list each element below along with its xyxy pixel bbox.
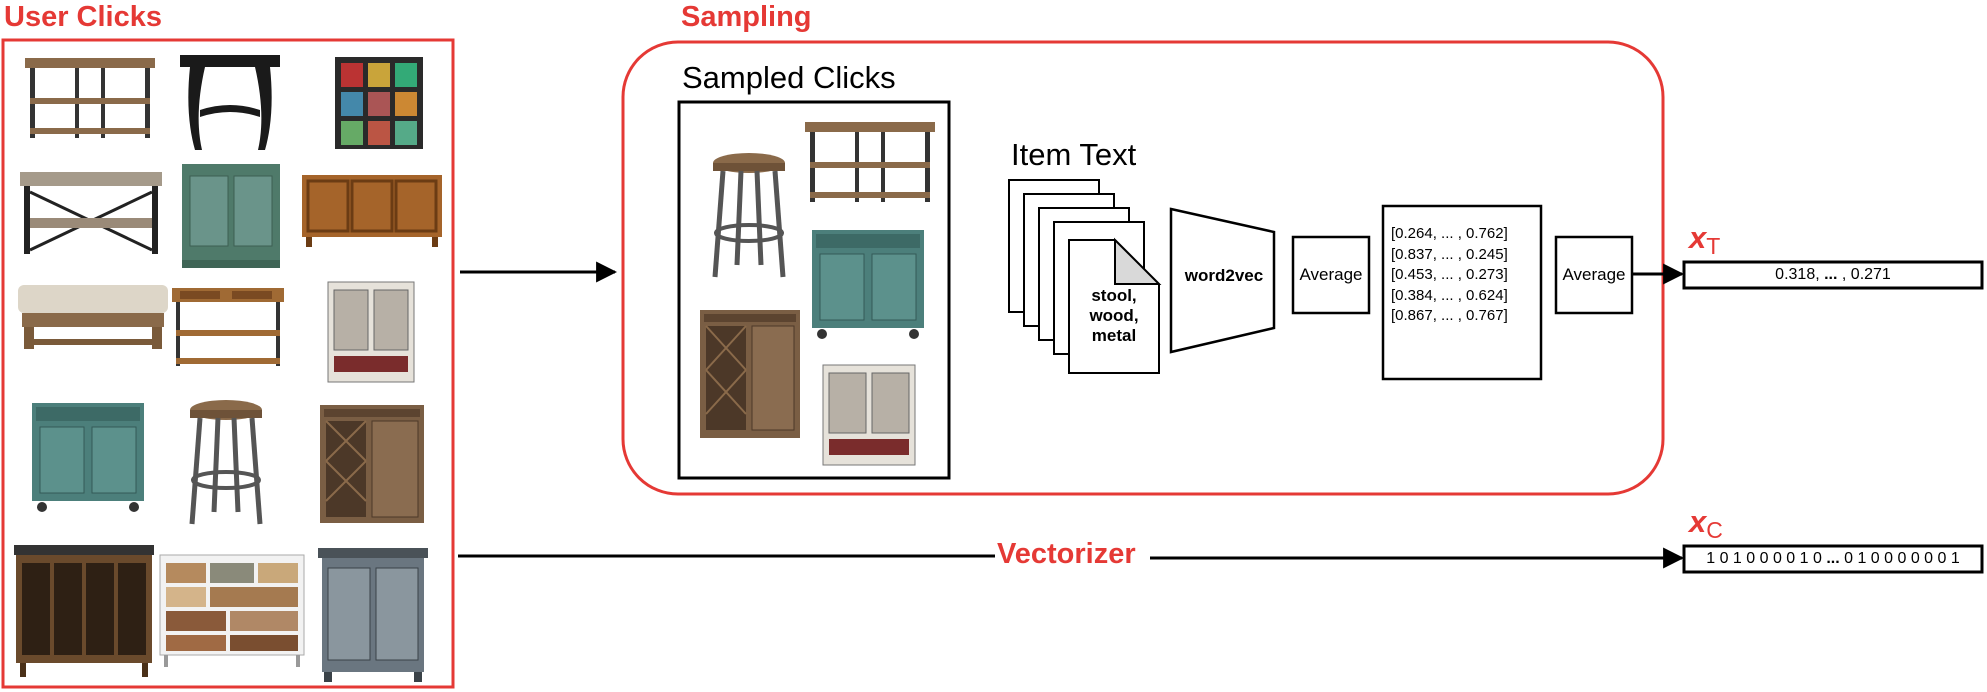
wine-cabinet-icon bbox=[320, 405, 424, 523]
sampling-box bbox=[621, 40, 1665, 496]
embedding-vector: [0.384, ... , 0.624] bbox=[1391, 286, 1508, 304]
word2vec-label: word2vec bbox=[1184, 266, 1264, 285]
white-cabinet-icon bbox=[327, 281, 415, 383]
console-table-icon bbox=[25, 58, 155, 138]
xc-label: xC bbox=[1689, 504, 1723, 543]
console-table-icon bbox=[805, 122, 935, 202]
sampled-clicks-box bbox=[677, 100, 951, 480]
embedding-vectors-list: [0.264, ... , 0.762] [0.837, ... , 0.245… bbox=[1391, 224, 1508, 327]
green-cabinet-icon bbox=[182, 164, 280, 268]
xt-vector-end: , 0.271 bbox=[1837, 266, 1891, 283]
xt-var: x bbox=[1689, 220, 1707, 255]
word2vec-encoder bbox=[1169, 207, 1276, 354]
xc-vector-end: 0 1 0 0 0 0 0 0 1 bbox=[1839, 550, 1960, 567]
tufted-bench-icon bbox=[18, 285, 168, 349]
xc-vector-ellipsis: ... bbox=[1826, 550, 1840, 567]
xt-vector-box bbox=[1682, 260, 1984, 290]
drawer-chest-icon bbox=[335, 57, 423, 149]
xt-vector-ellipsis: ... bbox=[1824, 266, 1838, 283]
dark-sideboard-icon bbox=[14, 545, 154, 677]
white-cabinet-icon bbox=[822, 364, 916, 466]
average-box-2 bbox=[1554, 235, 1634, 315]
vectorizer-label: Vectorizer bbox=[995, 538, 1138, 571]
wine-cabinet-icon bbox=[700, 310, 800, 438]
item-word: stool, bbox=[1091, 286, 1137, 305]
xt-sub: T bbox=[1706, 233, 1721, 259]
xt-label: xT bbox=[1689, 220, 1721, 259]
sampling-label: Sampling bbox=[681, 1, 812, 33]
embedding-vector: [0.264, ... , 0.762] bbox=[1391, 225, 1508, 242]
wood-sideboard-icon bbox=[302, 175, 442, 247]
teal-cabinet-icon bbox=[32, 403, 144, 512]
xc-vector-start: 1 0 1 0 0 0 0 1 0 bbox=[1706, 550, 1827, 567]
dresser-icon bbox=[159, 554, 305, 667]
embedding-vector: [0.867, ... , 0.767] bbox=[1391, 307, 1508, 324]
document-stack-icon bbox=[1008, 179, 1162, 374]
xt-vector-text: 0.318, ... , 0.271 bbox=[1684, 264, 1982, 286]
bar-stool-icon bbox=[189, 400, 263, 525]
xc-vector-box bbox=[1682, 544, 1984, 574]
grey-cabinet-icon bbox=[318, 548, 428, 682]
item-word: wood, bbox=[1089, 306, 1139, 325]
item-words: stool, wood, metal bbox=[1069, 286, 1159, 346]
user-clicks-label: User Clicks bbox=[4, 1, 162, 33]
bar-stool-icon bbox=[712, 153, 786, 278]
coffee-table-icon bbox=[20, 172, 162, 254]
embedding-vector: [0.453, ... , 0.273] bbox=[1391, 266, 1508, 283]
user-clicks-box bbox=[1, 38, 455, 689]
end-table-icon bbox=[180, 55, 280, 150]
xc-vector-text: 1 0 1 0 0 0 0 1 0 ... 0 1 0 0 0 0 0 0 1 bbox=[1684, 548, 1982, 570]
rustic-console-icon bbox=[172, 288, 284, 366]
embedding-vectors-box bbox=[1381, 204, 1543, 381]
average-box-1 bbox=[1291, 235, 1371, 315]
embedding-vector: [0.837, ... , 0.245] bbox=[1391, 245, 1508, 263]
average-label-1: Average bbox=[1299, 265, 1363, 284]
average-label-2: Average bbox=[1562, 265, 1626, 284]
item-text-label: Item Text bbox=[1011, 137, 1137, 172]
green-cabinet-icon bbox=[812, 230, 924, 339]
item-word: metal bbox=[1091, 326, 1137, 345]
xc-var: x bbox=[1689, 504, 1707, 539]
xc-sub: C bbox=[1706, 517, 1723, 543]
xt-vector-start: 0.318, bbox=[1775, 266, 1825, 283]
sampled-clicks-label: Sampled Clicks bbox=[682, 60, 896, 95]
